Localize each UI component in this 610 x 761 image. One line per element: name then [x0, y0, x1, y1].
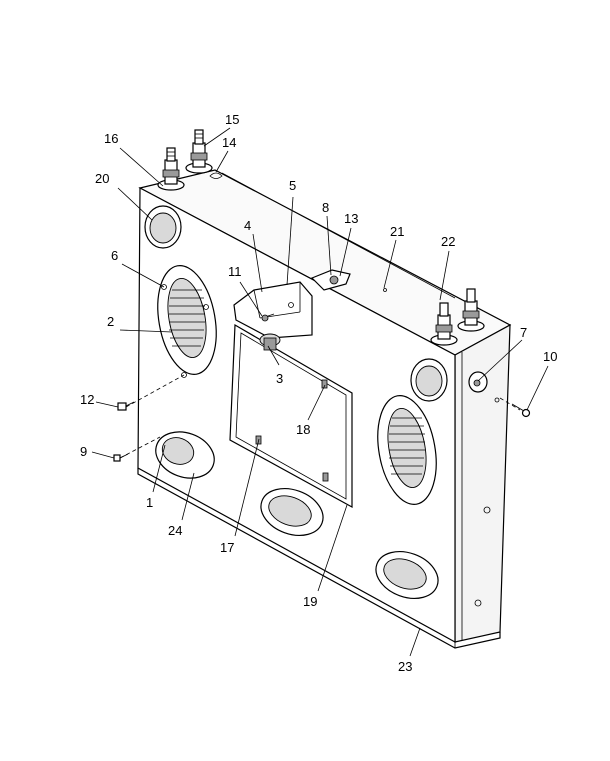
- callout-22: 22: [441, 234, 455, 249]
- cover-plate: [229, 323, 353, 509]
- callout-14: 14: [222, 135, 236, 150]
- callout-4: 4: [244, 218, 251, 233]
- callout-13: 13: [344, 211, 358, 226]
- callout-11: 11: [228, 264, 242, 279]
- callout-15: 15: [225, 112, 239, 127]
- left-vent-grille: [157, 265, 217, 378]
- callout-20: 20: [95, 171, 109, 186]
- callout-3: 3: [276, 371, 283, 386]
- callout-16: 16: [104, 131, 118, 146]
- callout-23: 23: [398, 659, 412, 674]
- callout-10: 10: [543, 349, 557, 364]
- callout-labels: 1 2 3 4 5 6 7 8 9 10 11 12 13 14 15 16 1…: [80, 112, 557, 674]
- callout-21: 21: [390, 224, 404, 239]
- callout-2: 2: [107, 314, 114, 329]
- callout-24: 24: [168, 523, 182, 538]
- callout-12: 12: [80, 392, 94, 407]
- right-vent-grille: [377, 395, 437, 505]
- housing-side-panel: [454, 323, 511, 643]
- callout-7: 7: [520, 325, 527, 340]
- callout-19: 19: [303, 594, 317, 609]
- callout-18: 18: [296, 422, 310, 437]
- oval-openings: [155, 431, 439, 599]
- callout-9: 9: [80, 444, 87, 459]
- leader-lines: [91, 127, 549, 657]
- top-fittings: [157, 129, 485, 346]
- callout-1: 1: [146, 495, 153, 510]
- callout-8: 8: [322, 200, 329, 215]
- round-plugs: [144, 205, 448, 402]
- connector-bracket: [233, 281, 313, 351]
- callout-6: 6: [111, 248, 118, 263]
- callout-5: 5: [289, 178, 296, 193]
- callout-17: 17: [220, 540, 234, 555]
